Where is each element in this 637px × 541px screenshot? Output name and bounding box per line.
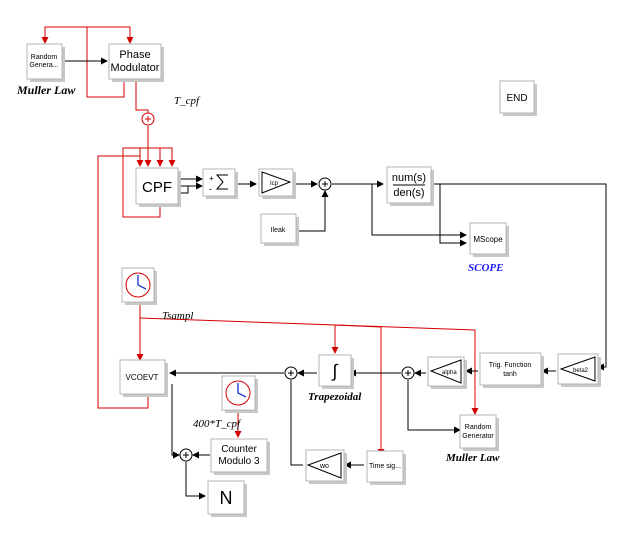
tsampl-note: Tsampl	[162, 310, 193, 322]
random-generator-block-2[interactable]: Random Generator	[459, 414, 499, 451]
transfer-function-block[interactable]: num(s) den(s)	[386, 166, 434, 206]
ileak-block[interactable]: Ileak	[260, 213, 299, 246]
tf-numerator: num(s)	[392, 172, 426, 184]
n-display-block[interactable]: N	[207, 480, 247, 517]
counter-line1: Counter	[221, 444, 257, 455]
counter-block[interactable]: Counter Modulo 3	[210, 438, 270, 475]
current-sum-junction	[318, 177, 332, 191]
n-label: N	[220, 488, 233, 508]
alpha-gain-block[interactable]: alpha	[427, 356, 467, 389]
mscope-block[interactable]: MScope	[469, 222, 509, 257]
beta2-gain-block[interactable]: beta2	[557, 353, 601, 387]
integrator-sum-junction	[401, 366, 415, 380]
ileak-label: Ileak	[271, 227, 286, 234]
vcoevt-label: VCOEVT	[126, 373, 159, 382]
random-generator-line1: Random	[465, 424, 492, 431]
end-label: END	[506, 93, 527, 104]
sum-plus-sign: +	[209, 174, 214, 183]
integral-icon: ∫	[331, 361, 339, 381]
random-generator-1-line2: Genera...	[29, 62, 58, 69]
random-generator-1-line1: Random	[31, 54, 58, 61]
clock-tsampl-block[interactable]	[121, 267, 157, 305]
data-links	[65, 57, 607, 500]
trig-function-line2: tanh	[503, 371, 517, 378]
event-links	[41, 26, 479, 456]
muller-law-caption-2: Muller Law	[445, 452, 500, 464]
trig-function-block[interactable]: Trig. Function tanh	[479, 352, 544, 388]
t-cpf-note: T_cpf	[174, 95, 201, 107]
tf-denominator: den(s)	[393, 187, 424, 199]
phase-modulator-line2: Modulator	[111, 62, 160, 74]
mscope-label: MScope	[473, 235, 503, 244]
counter-line2: Modulo 3	[218, 456, 260, 467]
wo-gain-block[interactable]: wo	[305, 449, 347, 484]
icp-gain-block[interactable]: Icp	[258, 168, 296, 199]
beta2-label: beta2	[573, 368, 589, 374]
t400-note: 400*T_cpf	[193, 418, 242, 430]
vcoevt-block[interactable]: VCOEVT	[119, 359, 168, 397]
event-sum-junction	[141, 112, 155, 126]
vco-sum-junction	[284, 366, 298, 380]
wo-label: wo	[319, 463, 329, 470]
cpf-label: CPF	[142, 179, 172, 196]
alpha-label: alpha	[442, 370, 457, 376]
sigma-icon	[215, 174, 228, 190]
phase-modulator-line1: Phase	[119, 49, 150, 61]
end-block[interactable]: END	[499, 80, 537, 116]
random-generator-line2: Generator	[462, 433, 494, 440]
muller-law-caption-1: Muller Law	[16, 83, 76, 97]
summation-block[interactable]: + -	[202, 168, 238, 199]
cpf-block[interactable]: CPF	[135, 167, 181, 207]
time-signal-block[interactable]: Time sig...	[366, 450, 406, 485]
trapezoidal-caption: Trapezoidal	[308, 391, 362, 403]
icp-label: Icp	[270, 181, 279, 187]
trig-function-line1: Trig. Function	[489, 362, 532, 369]
clock-400tcpf-block[interactable]	[221, 375, 258, 413]
scope-caption: SCOPE	[468, 262, 503, 274]
phase-modulator-block[interactable]: Phase Modulator	[108, 43, 164, 82]
random-generator-block-1[interactable]: Random Genera...	[26, 43, 65, 82]
integrator-block[interactable]: ∫	[318, 354, 354, 389]
time-signal-label: Time sig...	[369, 463, 401, 470]
sum-minus-sign: -	[209, 184, 212, 194]
counter-sum-junction	[179, 448, 193, 462]
